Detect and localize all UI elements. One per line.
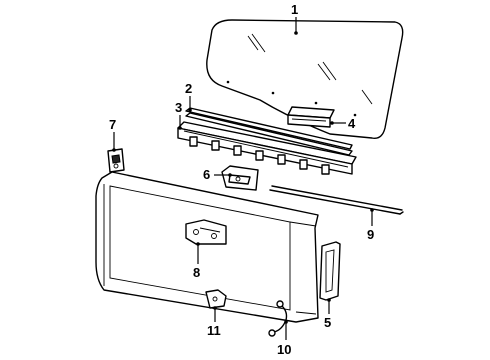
part-5-side-support <box>319 241 341 301</box>
callout-1: 1 <box>291 2 298 17</box>
callout-5: 5 <box>324 315 331 330</box>
leader-lines <box>112 17 374 340</box>
callout-10: 10 <box>277 342 291 357</box>
part-11-hinge <box>205 289 227 309</box>
part-4-bracket <box>287 106 335 128</box>
part-8-inner-latch <box>185 219 227 245</box>
part-6-latch <box>221 165 259 191</box>
callout-6: 6 <box>203 167 210 182</box>
part-3-channel <box>177 121 357 175</box>
tailgate-panel <box>95 171 319 323</box>
callout-9: 9 <box>367 227 374 242</box>
callout-11: 11 <box>207 323 221 338</box>
callout-labels: 1 2 3 4 5 6 7 8 9 10 11 <box>109 2 374 357</box>
part-2-weatherstrip <box>185 107 353 156</box>
callout-3: 3 <box>175 100 182 115</box>
callout-8: 8 <box>193 265 200 280</box>
part-9-rod <box>269 185 404 215</box>
callout-4: 4 <box>348 116 356 131</box>
callout-7: 7 <box>109 117 116 132</box>
part-10-cable <box>268 300 288 337</box>
callout-2: 2 <box>185 81 192 96</box>
part-1-rear-glass <box>206 19 404 139</box>
part-7-clip <box>107 148 125 173</box>
channel-clips <box>189 136 330 175</box>
